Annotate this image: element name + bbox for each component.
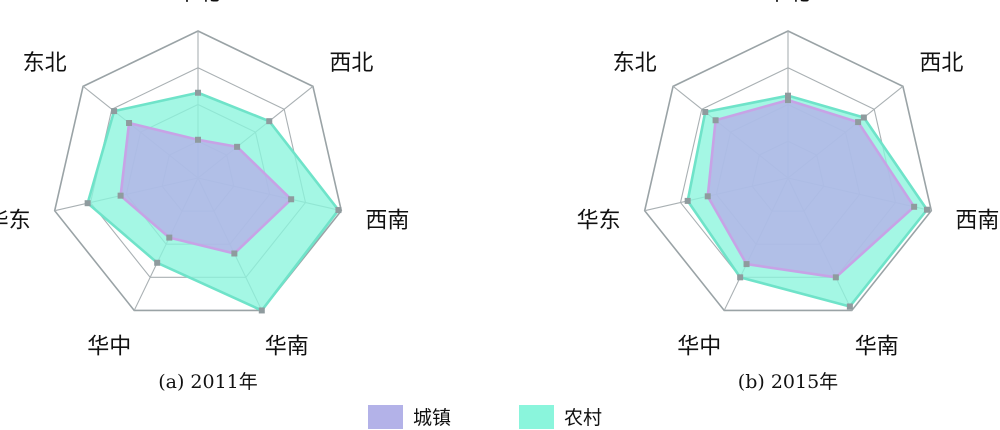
axis-label: 东北 (23, 51, 67, 76)
data-point (712, 117, 719, 124)
axis-label: 华中 (87, 335, 131, 360)
data-point (832, 274, 839, 281)
data-point (195, 136, 201, 143)
data-point (704, 193, 711, 200)
radar-chart-2015: 华北西北西南华南 华中 华东 东北 (577, 0, 1000, 360)
data-point (84, 200, 91, 207)
data-point (743, 261, 750, 268)
data-point (924, 206, 931, 213)
data-point (860, 114, 867, 121)
data-point (195, 89, 201, 96)
data-point (785, 92, 791, 99)
axis-label: 华南 (855, 335, 899, 360)
data-point (785, 97, 791, 104)
data-point (166, 234, 173, 241)
data-point (846, 303, 853, 310)
grid-ring (643, 30, 933, 312)
axis-label: 西南 (365, 208, 409, 233)
axis-label: 西北 (329, 51, 373, 76)
data-point (288, 196, 295, 203)
data-point (702, 109, 709, 116)
data-point (234, 143, 241, 150)
axis-label: 华北 (176, 0, 220, 6)
data-point (684, 197, 691, 204)
axis-label: 华东 (0, 208, 31, 233)
data-point (154, 259, 161, 266)
legend-label-urban: 城镇 (413, 407, 451, 429)
caption-2015: (b) 2015年 (738, 371, 838, 393)
data-point (111, 108, 118, 115)
series-area-urban (119, 121, 293, 255)
axis-label: 东北 (613, 51, 657, 76)
data-point (855, 119, 862, 126)
data-point (231, 250, 238, 257)
grid-ring (53, 30, 343, 312)
data-point (126, 120, 133, 127)
axis-label: 西南 (955, 208, 999, 233)
legend: 城镇 农村 (368, 405, 602, 429)
axis-label: 华东 (577, 208, 621, 233)
data-point (258, 307, 265, 314)
axis-label: 华南 (265, 335, 309, 360)
caption-2011: (a) 2011年 (158, 371, 258, 393)
data-point (266, 118, 273, 125)
legend-label-rural: 农村 (564, 407, 602, 429)
data-point (335, 207, 342, 214)
data-point (737, 274, 744, 281)
data-point (911, 203, 918, 210)
legend-swatch-rural (519, 405, 554, 429)
axis-label: 华中 (677, 335, 721, 360)
axis-label: 华北 (766, 0, 810, 6)
axis-label: 西北 (919, 51, 963, 76)
radar-chart-2011: 华北西北西南华南 华中 华东 东北 (0, 0, 409, 360)
data-point (117, 192, 124, 199)
series-area-urban (706, 98, 916, 279)
legend-swatch-urban (368, 405, 403, 429)
